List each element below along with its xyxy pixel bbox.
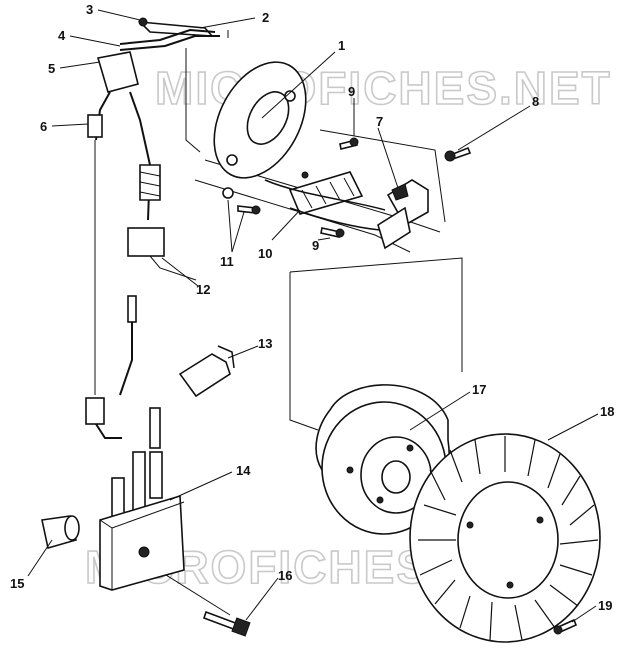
callout-9-lower: 9	[312, 238, 319, 253]
callout-2: 2	[262, 10, 269, 25]
wire-harness-bracket	[87, 17, 220, 281]
callout-11: 11	[220, 254, 234, 269]
callout-15: 15	[10, 576, 24, 591]
ignition-coil	[85, 397, 185, 591]
callout-3: 3	[86, 2, 93, 17]
callout-16: 16	[278, 568, 292, 583]
callout-14: 14	[236, 463, 251, 478]
callout-labels: 1 2 3 4 5 6 7 8 9 9 10 11 12 13 14 15 16…	[10, 2, 614, 613]
screw-8	[444, 146, 472, 162]
connector-12	[127, 227, 165, 257]
callout-6: 6	[40, 119, 47, 134]
assembly-guide-lines	[94, 30, 463, 616]
bushing	[41, 515, 80, 550]
stator-plate	[213, 61, 309, 179]
callout-12: 12	[196, 282, 210, 297]
callout-17: 17	[472, 382, 486, 397]
stator-coil	[264, 171, 386, 231]
callout-9-upper: 9	[348, 84, 355, 99]
connector-6	[87, 114, 103, 138]
callout-5: 5	[48, 61, 55, 76]
screw-9-upper	[339, 137, 359, 150]
screw-11	[222, 187, 261, 215]
spark-plug-cap	[119, 295, 235, 449]
screw-9-lower	[320, 227, 345, 238]
callout-18: 18	[600, 404, 614, 419]
callout-8: 8	[532, 94, 539, 109]
callout-7: 7	[376, 114, 383, 129]
callout-1: 1	[338, 38, 345, 53]
screws	[222, 137, 472, 238]
screw-19	[553, 618, 578, 635]
callout-4: 4	[58, 28, 66, 43]
flywheel	[315, 384, 451, 535]
cooling-fan	[409, 433, 601, 643]
leader-lines	[27, 9, 599, 623]
bolt-icon	[138, 17, 148, 27]
bolt-16	[202, 610, 251, 637]
callout-13: 13	[258, 336, 272, 351]
callout-10: 10	[258, 246, 272, 261]
pulser-coil	[377, 179, 429, 250]
regulator-block	[96, 51, 139, 93]
callout-19: 19	[598, 598, 612, 613]
